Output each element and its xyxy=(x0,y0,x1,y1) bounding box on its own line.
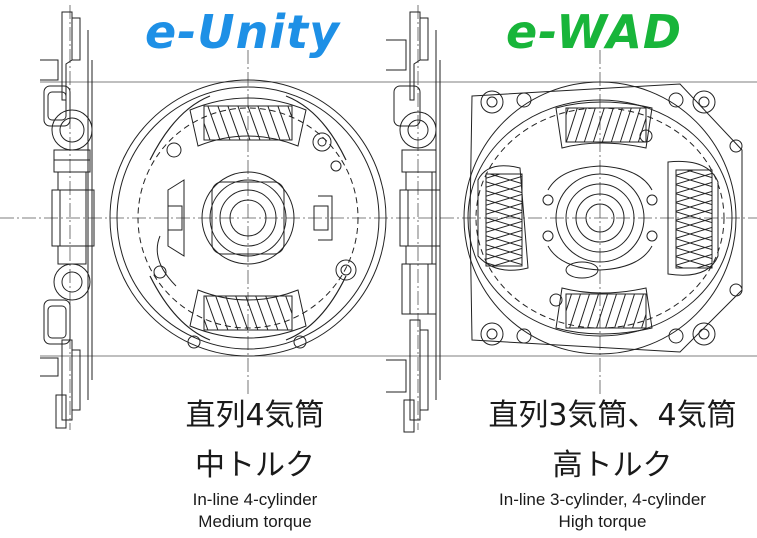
right-en-engine-type: In-line 3-cylinder, 4-cylinder xyxy=(499,490,706,509)
left-en-engine-type: In-line 4-cylinder xyxy=(192,490,318,509)
left-jp-torque: 中トルク xyxy=(150,446,360,486)
right-en-torque: High torque xyxy=(558,512,647,531)
right-jp-engine-type: 直列3気筒、4気筒 xyxy=(470,396,755,436)
right-jp-torque: 高トルク xyxy=(490,446,735,486)
left-en-torque: Medium torque xyxy=(198,512,312,531)
right-section-view xyxy=(386,11,441,433)
product-title-e-unity: e-Unity xyxy=(145,5,341,59)
left-front-view xyxy=(109,79,387,357)
left-jp-engine-type: 直列4気筒 xyxy=(150,396,360,436)
left-section-view xyxy=(40,11,95,429)
product-title-e-wad: e-WAD xyxy=(506,5,683,59)
right-front-view xyxy=(463,81,743,355)
